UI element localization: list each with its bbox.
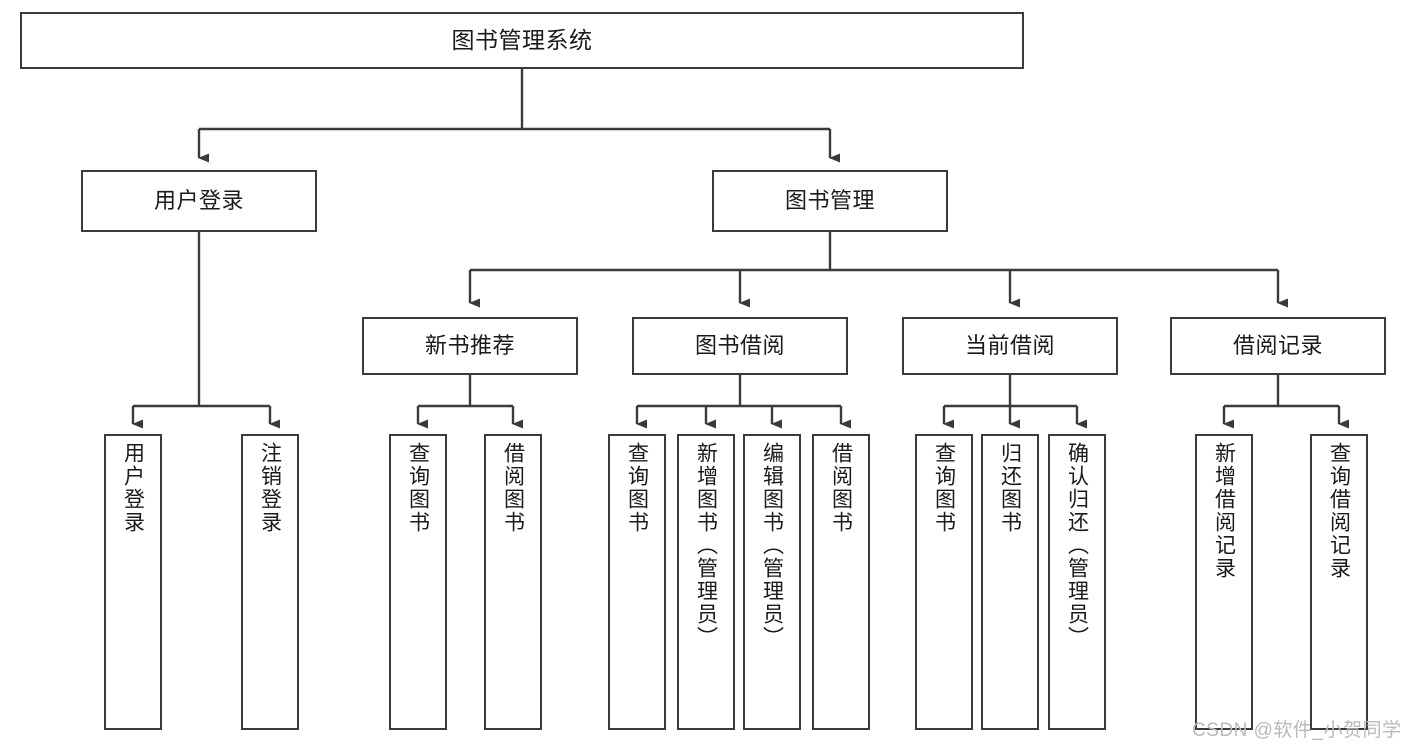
leaf-add-book-admin[interactable]: 新增图书（管理员） (677, 434, 735, 730)
node-borrow-record[interactable]: 借阅记录 (1170, 317, 1386, 375)
leaf-query-book-new-book[interactable]: 查询图书 (389, 434, 447, 730)
leaf-confirm-return-admin[interactable]: 确认归还（管理员） (1048, 434, 1106, 730)
node-label: 查询图书 (932, 442, 956, 534)
leaf-add-borrow-record[interactable]: 新增借阅记录 (1195, 434, 1253, 730)
node-label: 借阅图书 (829, 442, 853, 534)
node-label: 用户登录 (153, 188, 244, 214)
leaf-user-login[interactable]: 用户登录 (104, 434, 162, 730)
node-book-management[interactable]: 图书管理 (712, 170, 948, 232)
node-label: 图书管理 (784, 188, 875, 214)
node-new-book-recommend[interactable]: 新书推荐 (362, 317, 578, 375)
node-label: 查询图书 (625, 442, 649, 534)
node-label: 图书借阅 (694, 333, 785, 359)
node-label: 编辑图书（管理员） (760, 442, 784, 649)
node-root-book-management-system[interactable]: 图书管理系统 (20, 12, 1024, 69)
node-label: 借阅记录 (1232, 333, 1323, 359)
node-label: 查询借阅记录 (1327, 442, 1351, 580)
node-label: 新增借阅记录 (1212, 442, 1236, 580)
leaf-borrow-book-new-book[interactable]: 借阅图书 (484, 434, 542, 730)
node-book-borrow[interactable]: 图书借阅 (632, 317, 848, 375)
csdn-watermark: CSDN @软件_小贺同学 (1192, 720, 1402, 741)
leaf-query-book-borrow[interactable]: 查询图书 (608, 434, 666, 730)
node-label: 当前借阅 (964, 333, 1055, 359)
leaf-query-book-current[interactable]: 查询图书 (915, 434, 973, 730)
node-label: 查询图书 (406, 442, 430, 534)
leaf-return-book[interactable]: 归还图书 (981, 434, 1039, 730)
node-label: 图书管理系统 (451, 27, 593, 54)
leaf-query-borrow-record[interactable]: 查询借阅记录 (1310, 434, 1368, 730)
node-label: 归还图书 (998, 442, 1022, 534)
leaf-logout-login[interactable]: 注销登录 (241, 434, 299, 730)
leaf-edit-book-admin[interactable]: 编辑图书（管理员） (743, 434, 801, 730)
node-label: 新书推荐 (424, 333, 515, 359)
node-current-borrow[interactable]: 当前借阅 (902, 317, 1118, 375)
node-label: 新增图书（管理员） (694, 442, 718, 649)
leaf-borrow-book-borrow[interactable]: 借阅图书 (812, 434, 870, 730)
node-user-login[interactable]: 用户登录 (81, 170, 317, 232)
node-label: 确认归还（管理员） (1065, 442, 1089, 649)
node-label: 借阅图书 (501, 442, 525, 534)
node-label: 用户登录 (121, 442, 145, 534)
node-label: 注销登录 (258, 442, 282, 534)
